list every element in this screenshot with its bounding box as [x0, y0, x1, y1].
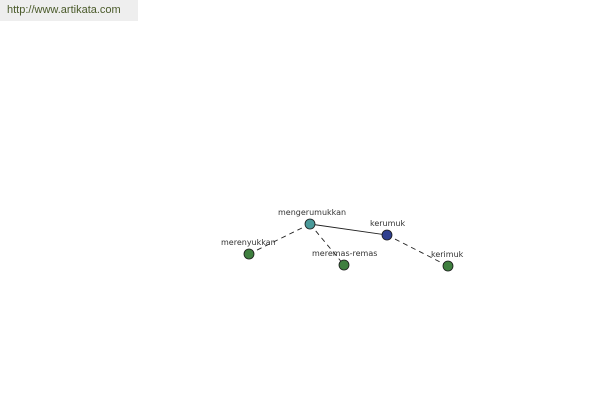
node-kerumuk[interactable]: kerumuk	[370, 219, 405, 241]
node-dot-kerumuk[interactable]	[381, 229, 393, 241]
edge-mengerumukkan-merenyukkan	[248, 223, 311, 255]
node-merenyukkan[interactable]: merenyukkan	[221, 238, 276, 260]
node-label-kerumuk[interactable]: kerumuk	[370, 219, 405, 228]
graph-edges	[248, 223, 449, 267]
node-label-mengerumukkan[interactable]: mengerumukkan	[278, 208, 346, 217]
graph-nodes: mengerumukkan kerumuk merenyukkan meremas-r…	[221, 208, 464, 272]
node-mengerumukkan[interactable]: mengerumukkan	[278, 208, 346, 230]
node-label-merenyukkan[interactable]: merenyukkan	[221, 238, 276, 247]
node-dot-meremas-remas[interactable]	[338, 259, 350, 271]
edge-mengerumukkan-meremas-remas	[309, 223, 345, 266]
node-dot-kerimuk[interactable]	[442, 260, 454, 272]
node-meremas-remas[interactable]: meremas-remas	[312, 249, 377, 271]
node-kerimuk[interactable]: kerimuk	[431, 250, 464, 272]
edge-mengerumukkan-kerumuk	[309, 223, 388, 236]
watermark-bar: http://www.artikata.com	[0, 0, 138, 21]
node-dot-mengerumukkan[interactable]	[304, 218, 316, 230]
node-label-kerimuk[interactable]: kerimuk	[431, 250, 464, 259]
node-dot-merenyukkan[interactable]	[243, 248, 255, 260]
node-label-meremas-remas[interactable]: meremas-remas	[312, 249, 377, 258]
watermark-url[interactable]: http://www.artikata.com	[7, 4, 121, 16]
edge-kerumuk-kerimuk	[386, 234, 449, 267]
